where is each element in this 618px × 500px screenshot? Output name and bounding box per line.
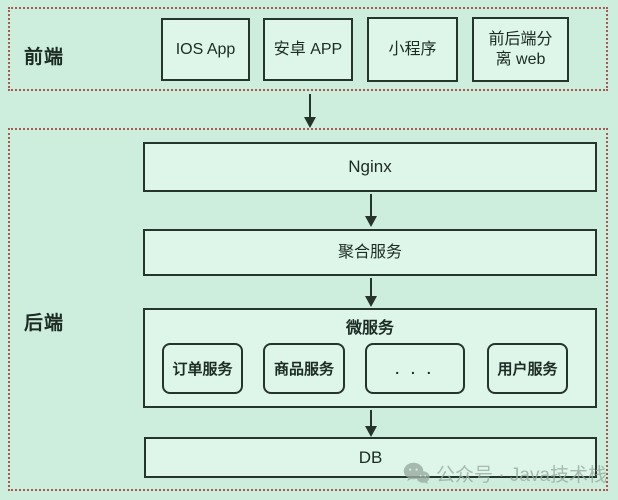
frontend-node-ios-app: IOS App (161, 18, 250, 81)
microservice-node-product-service: 商品服务 (263, 343, 345, 394)
microservice-node-order-service-label: 订单服务 (172, 361, 233, 378)
microservice-node-product-service-label: 商品服务 (273, 361, 334, 378)
frontend-node-separated-web-label: 前后端分离 web (488, 30, 553, 68)
microservices-group-title: 微服务 (345, 320, 394, 337)
backend-section-label: 后端 (24, 313, 65, 334)
arrow-frontend-to-backend (304, 94, 316, 128)
backend-section (8, 128, 608, 491)
microservice-node-user-service: 用户服务 (487, 343, 568, 394)
microservice-node-ellipsis: . . . (365, 343, 465, 394)
wechat-icon (403, 462, 430, 485)
frontend-section (8, 7, 608, 91)
arrow-nginx-to-aggregation (365, 194, 377, 227)
frontend-section-label: 前端 (24, 47, 65, 68)
frontend-node-separated-web: 前后端分离 web (472, 17, 569, 82)
watermark-text: 公众号 · Java技术栈 (436, 465, 608, 486)
backend-node-nginx: Nginx (143, 142, 597, 192)
frontend-node-mini-program: 小程序 (367, 17, 458, 82)
frontend-node-android-app: 安卓 APP (263, 18, 353, 81)
backend-node-nginx-label: Nginx (348, 157, 392, 177)
arrow-microservices-to-db (365, 410, 377, 437)
watermark: 公众号 · Java技术栈 (403, 460, 607, 487)
backend-node-db: DB (144, 437, 597, 478)
microservice-node-order-service: 订单服务 (162, 343, 243, 394)
frontend-node-ios-app-label: IOS App (175, 40, 236, 58)
frontend-node-mini-program-label: 小程序 (388, 40, 437, 58)
backend-node-microservices-group: 微服务 订单服务 商品服务 . . . 用户服务 (143, 308, 597, 408)
frontend-node-android-app-label: 安卓 APP (273, 40, 343, 58)
arrow-aggregation-to-microservices (365, 278, 377, 307)
backend-node-db-label: DB (358, 447, 383, 467)
backend-node-aggregation-service-label: 聚合服务 (337, 243, 402, 261)
microservice-node-user-service-label: 用户服务 (497, 361, 558, 378)
microservice-node-ellipsis-label: . . . (395, 360, 435, 377)
backend-node-aggregation-service: 聚合服务 (143, 229, 597, 276)
